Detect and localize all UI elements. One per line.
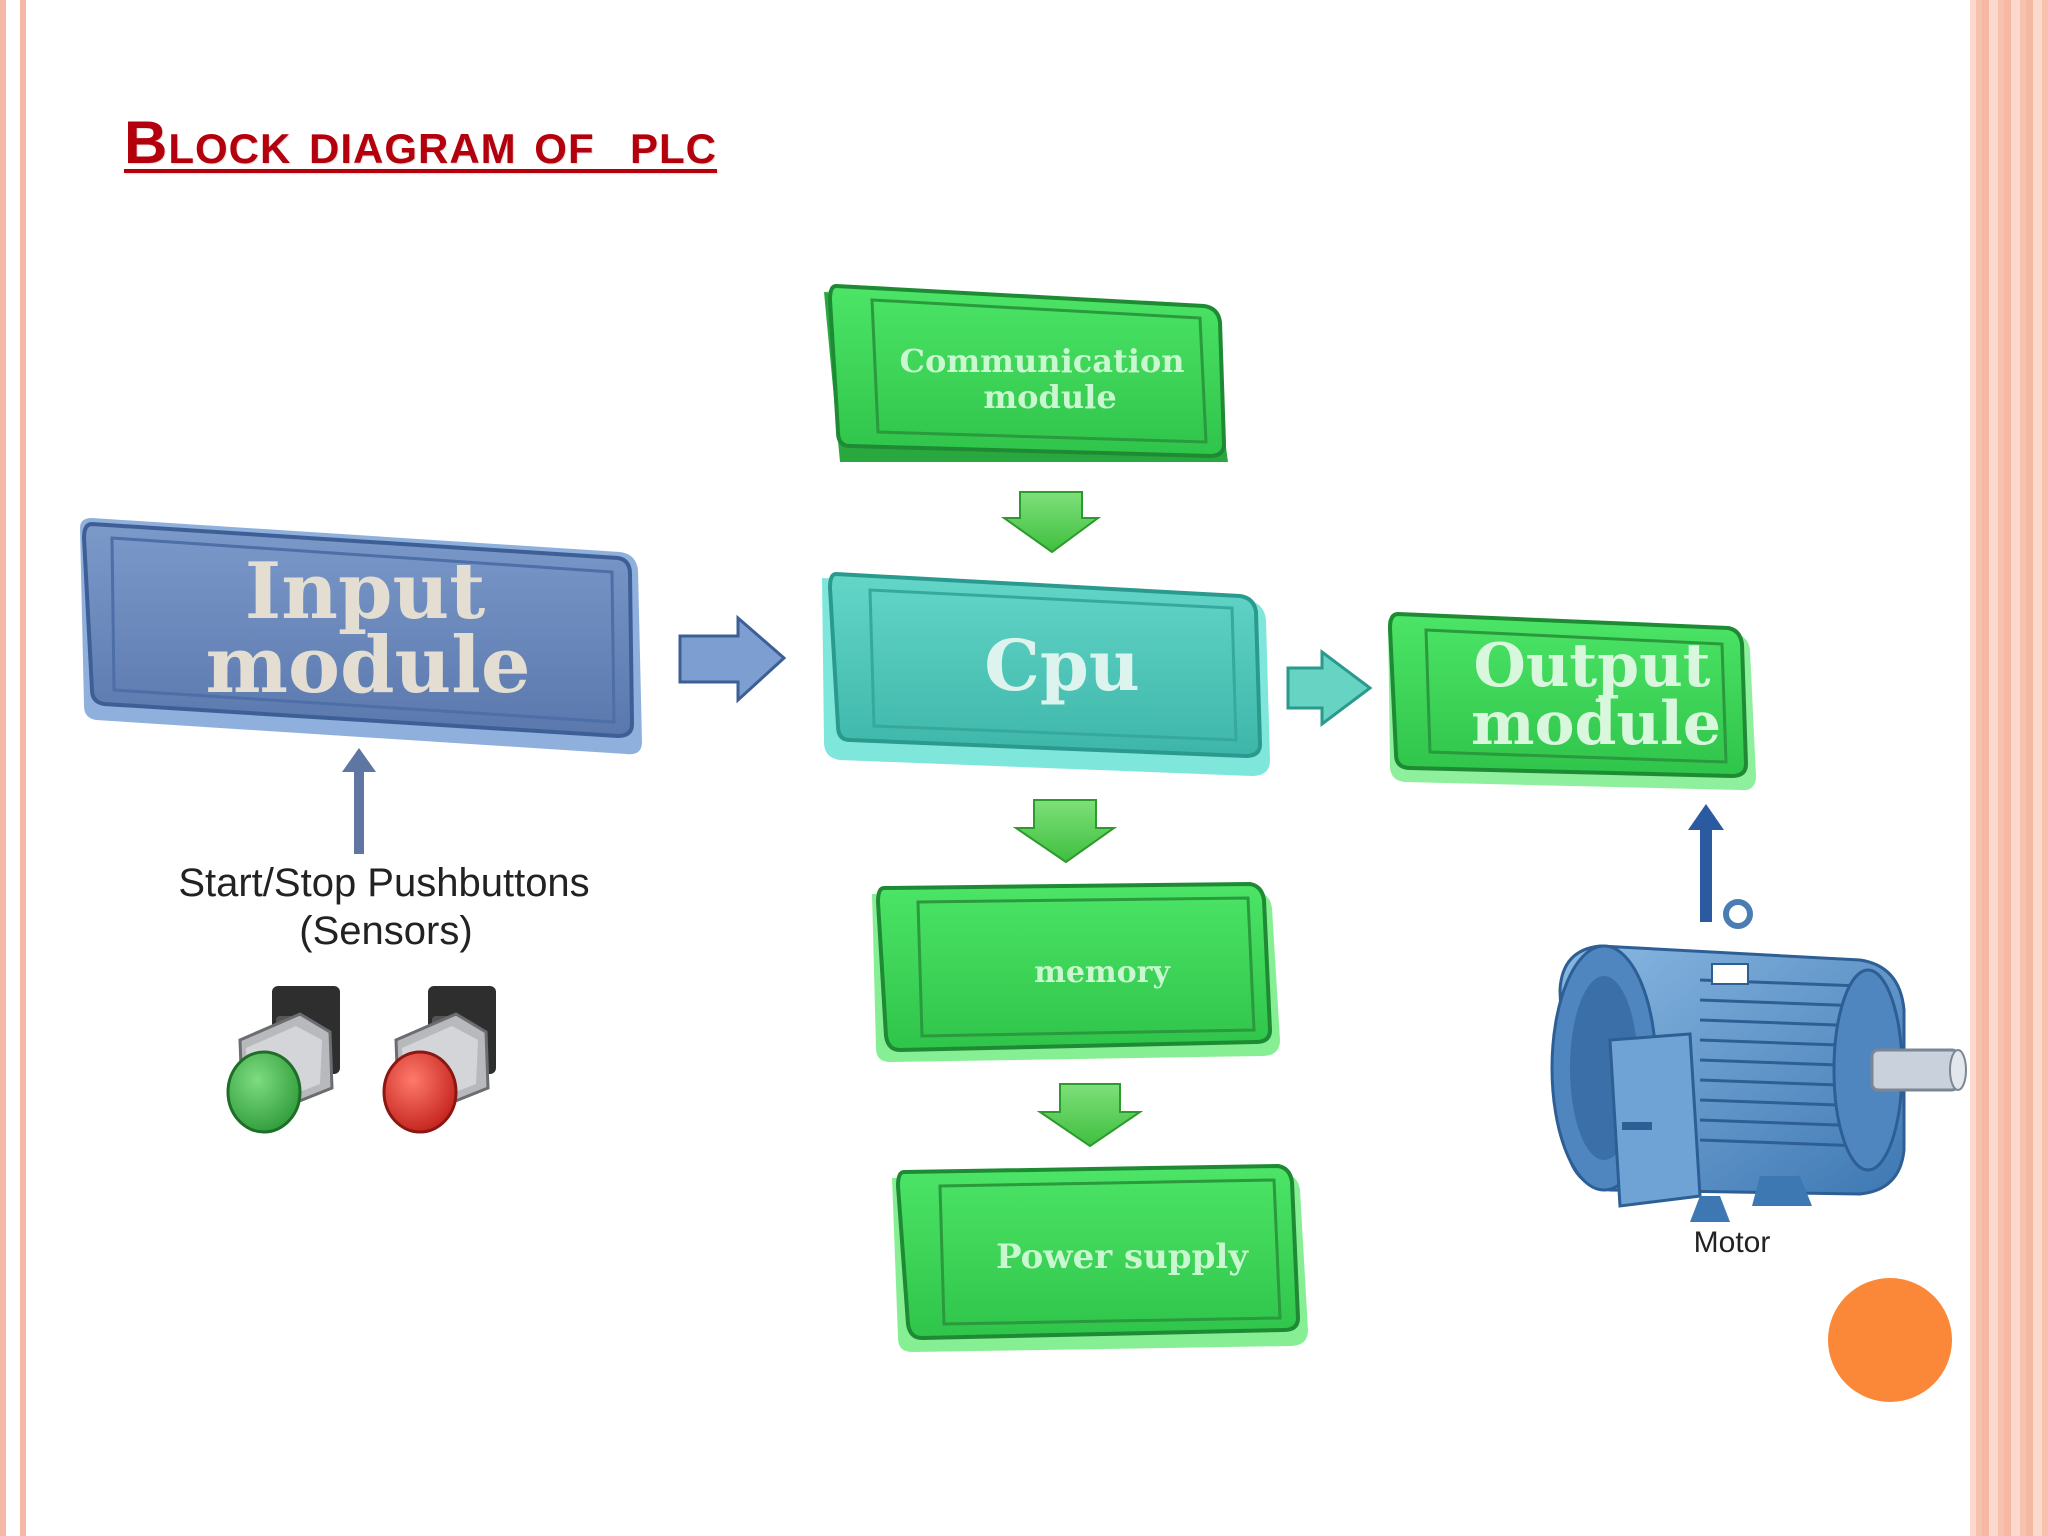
input-module-label-1: Input bbox=[245, 546, 485, 637]
arrow-input-to-cpu bbox=[678, 614, 787, 704]
power-supply-label: Power supply bbox=[996, 1237, 1249, 1277]
motor-label: Motor bbox=[1694, 1226, 1771, 1259]
output-module-block: Output module bbox=[1387, 611, 1756, 791]
stop-pushbutton-icon bbox=[382, 986, 496, 1134]
communication-module-label-1: Communication bbox=[900, 342, 1185, 380]
arrow-memory-to-power bbox=[1036, 1083, 1144, 1148]
arrow-cpu-to-output bbox=[1286, 649, 1373, 727]
pushbuttons-label-1: Start/Stop Pushbuttons bbox=[178, 861, 589, 905]
power-supply-block: Power supply bbox=[892, 1163, 1308, 1352]
cpu-block: Cpu bbox=[822, 571, 1270, 776]
slide-frame-right bbox=[1960, 0, 2048, 1536]
motor-icon bbox=[1550, 899, 1967, 1222]
start-pushbutton-icon bbox=[226, 986, 340, 1134]
slide-frame-left bbox=[0, 0, 26, 1536]
slide-title: Block diagram of plc bbox=[124, 109, 717, 176]
cpu-label: Cpu bbox=[984, 624, 1140, 707]
memory-block: memory bbox=[872, 881, 1280, 1062]
arrow-sensors-to-input bbox=[342, 748, 376, 854]
communication-module-block: Communication module bbox=[824, 283, 1228, 462]
memory-label: memory bbox=[1034, 955, 1171, 990]
output-module-label-2: module bbox=[1471, 689, 1721, 759]
output-module-label-1: Output bbox=[1474, 631, 1711, 701]
communication-module-label-2: module bbox=[983, 378, 1116, 416]
accent-dot bbox=[1828, 1278, 1952, 1402]
arrow-cpu-to-memory bbox=[1012, 799, 1118, 864]
input-module-block: Input module bbox=[80, 518, 642, 755]
arrow-communication-to-cpu bbox=[1000, 491, 1102, 554]
pushbuttons-label-2: (Sensors) bbox=[299, 909, 472, 953]
arrow-motor-to-output bbox=[1688, 804, 1724, 922]
input-module-label-2: module bbox=[205, 620, 530, 711]
